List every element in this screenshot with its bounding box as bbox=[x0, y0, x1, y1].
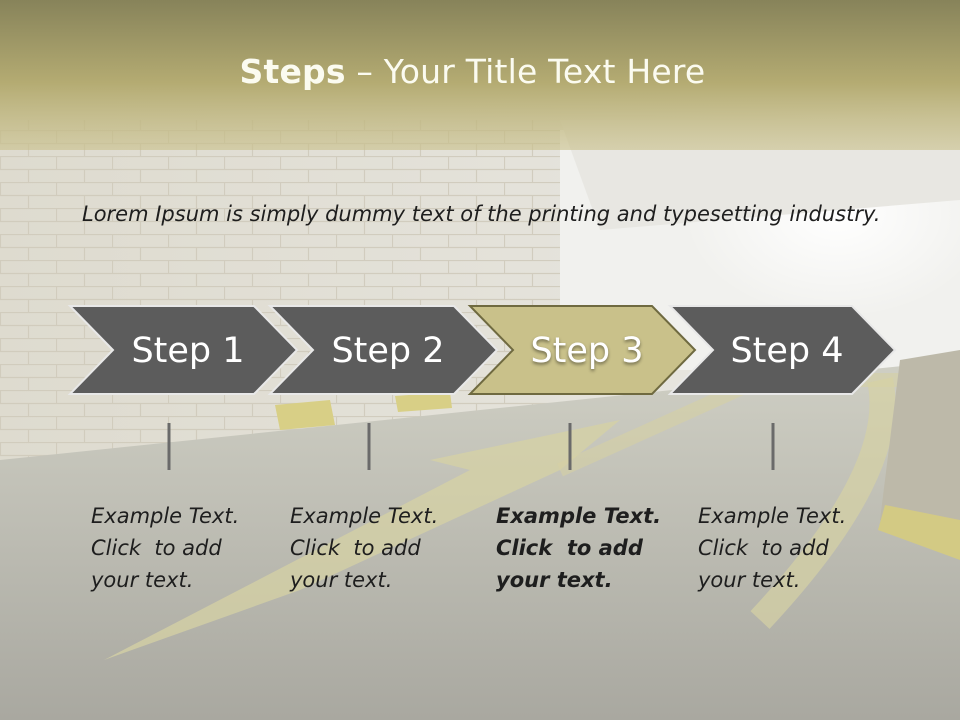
step-4-line-2: Click to add bbox=[698, 536, 829, 560]
step-1-line-2: Click to add bbox=[91, 536, 222, 560]
intro-text[interactable]: Lorem Ipsum is simply dummy text of the … bbox=[82, 202, 881, 226]
step-description-1[interactable]: Example Text. Click to add your text. bbox=[91, 500, 261, 596]
step-3-line-3: your text. bbox=[496, 568, 613, 592]
step-2-line-2: Click to add bbox=[290, 536, 421, 560]
step-3-line-1: Example Text. bbox=[496, 504, 662, 528]
step-1-line-1: Example Text. bbox=[91, 504, 240, 528]
step-4-line-3: your text. bbox=[698, 568, 801, 592]
step-1-line-3: your text. bbox=[91, 568, 194, 592]
step-description-2[interactable]: Example Text. Click to add your text. bbox=[290, 500, 460, 596]
step-2-line-3: your text. bbox=[290, 568, 393, 592]
step-2-line-1: Example Text. bbox=[290, 504, 439, 528]
step-arrow-3[interactable] bbox=[467, 305, 697, 395]
step-4-line-1: Example Text. bbox=[698, 504, 847, 528]
step-arrow-1[interactable] bbox=[67, 305, 299, 395]
step-description-4[interactable]: Example Text. Click to add your text. bbox=[698, 500, 868, 596]
step-label-1: Step 1 bbox=[131, 331, 245, 371]
title-rest: – Your Title Text Here bbox=[345, 52, 706, 91]
step-label-3: Step 3 bbox=[530, 331, 644, 371]
step-description-3[interactable]: Example Text. Click to add your text. bbox=[496, 500, 666, 596]
step-3-line-2: Click to add bbox=[496, 536, 643, 560]
step-label-2: Step 2 bbox=[331, 331, 445, 371]
step-arrow-2[interactable] bbox=[267, 305, 499, 395]
page-title[interactable]: Steps – Your Title Text Here bbox=[0, 52, 945, 91]
title-bold: Steps bbox=[239, 52, 346, 91]
step-arrow-4[interactable] bbox=[667, 305, 897, 395]
header-band bbox=[0, 0, 960, 150]
step-label-4: Step 4 bbox=[730, 331, 844, 371]
